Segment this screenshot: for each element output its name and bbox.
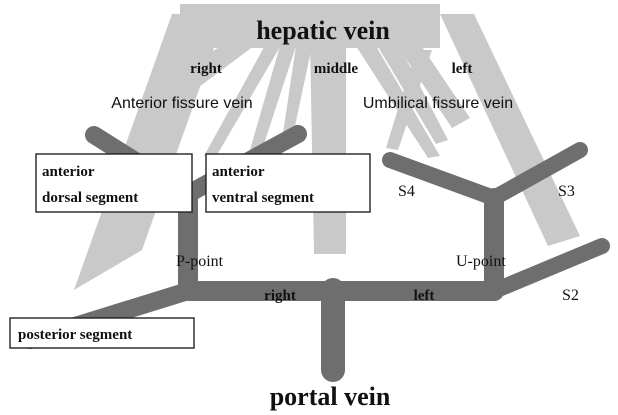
hepatic-middle-label: middle xyxy=(314,61,359,77)
anterior-fissure-vein-label: Anterior fissure vein xyxy=(111,95,252,112)
p-point-label: P-point xyxy=(176,253,224,270)
left-hepatic-vein xyxy=(440,14,580,246)
s2-branch xyxy=(494,246,602,291)
anterior-ventral-label-line1: anterior xyxy=(212,164,265,180)
portal-left-label: left xyxy=(414,288,435,304)
umbilical-fissure-vein-label: Umbilical fissure vein xyxy=(363,95,513,112)
hepatic-vein-structure xyxy=(74,4,580,290)
s3-label: S3 xyxy=(558,183,575,200)
portal-right-label: right xyxy=(264,288,296,304)
s2-label: S2 xyxy=(562,287,579,304)
posterior-segment-label: posterior segment xyxy=(18,327,132,343)
anterior-dorsal-label-line1: anterior xyxy=(42,164,95,180)
portal-vein-label: portal vein xyxy=(270,382,391,411)
hepatic-right-label: right xyxy=(190,61,222,77)
anterior-dorsal-label-line2: dorsal segment xyxy=(42,190,138,206)
anterior-ventral-label-line2: ventral segment xyxy=(212,190,314,206)
right-hepatic-vein xyxy=(74,14,226,290)
hepatic-vein-label: hepatic vein xyxy=(256,16,390,45)
s4-label: S4 xyxy=(398,183,415,200)
u-point-label: U-point xyxy=(456,253,506,270)
hepatic-left-label: left xyxy=(452,61,473,77)
